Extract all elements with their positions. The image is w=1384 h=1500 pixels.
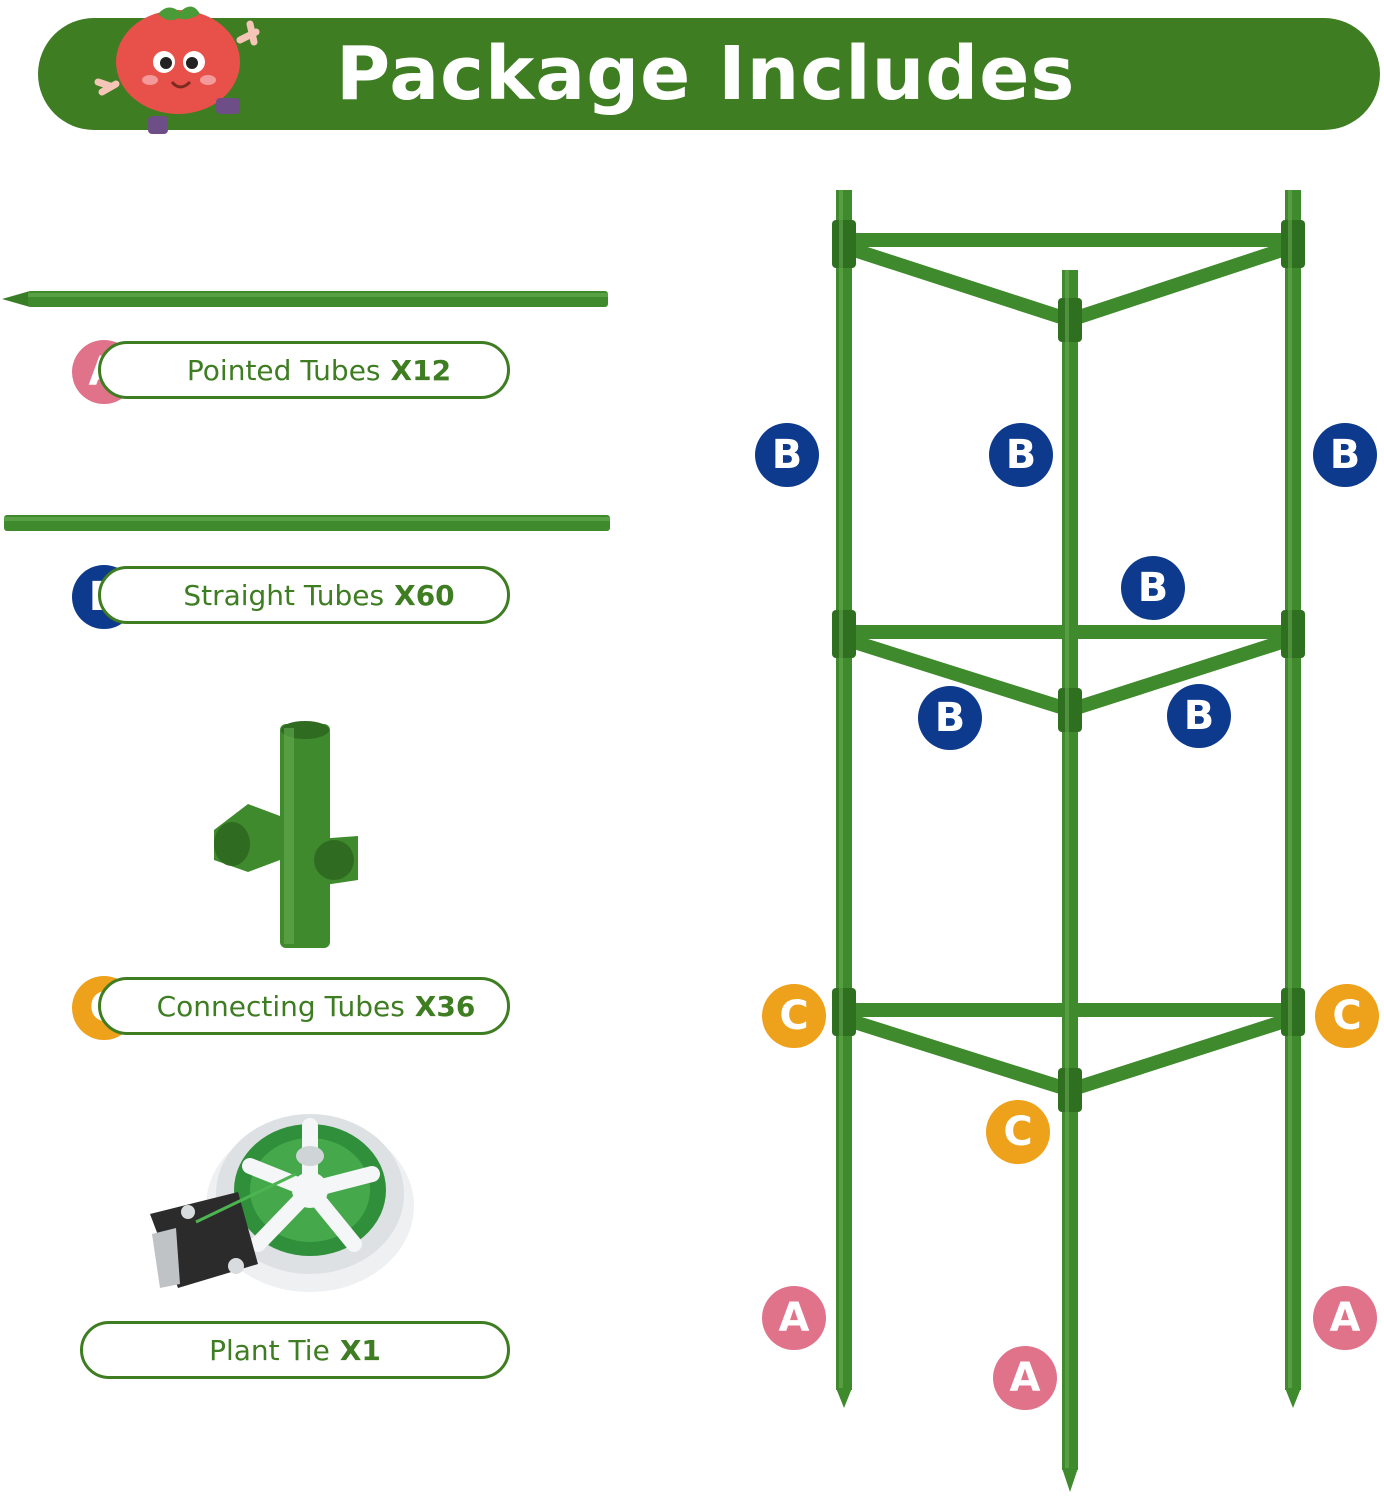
diagram-badge-b: B bbox=[755, 423, 819, 487]
part-name: Straight Tubes bbox=[183, 578, 385, 612]
part-name: Connecting Tubes bbox=[156, 989, 405, 1023]
part-label-plant-tie: Plant Tie X1 bbox=[80, 1321, 510, 1379]
part-name: Pointed Tubes bbox=[186, 353, 381, 387]
plant-tie-image bbox=[150, 1114, 414, 1292]
part-label-connecting-tubes: Connecting Tubes X36 bbox=[98, 977, 510, 1035]
part-qty: X36 bbox=[414, 989, 476, 1023]
straight-tube-image bbox=[4, 515, 610, 531]
part-label-straight-tubes: Straight Tubes X60 bbox=[98, 566, 510, 624]
connecting-tube-image bbox=[214, 721, 358, 948]
part-qty: X60 bbox=[394, 578, 455, 612]
tomato-mascot-icon bbox=[94, 6, 260, 134]
diagram-badge-a: A bbox=[1313, 1286, 1377, 1350]
part-qty: X12 bbox=[390, 353, 452, 387]
header-banner bbox=[38, 18, 1380, 130]
diagram-badge-c: C bbox=[986, 1100, 1050, 1164]
diagram-badge-b: B bbox=[1313, 423, 1377, 487]
diagram-badge-b: B bbox=[1121, 556, 1185, 620]
assembled-trellis-diagram bbox=[832, 190, 1305, 1492]
part-qty: X1 bbox=[339, 1333, 381, 1367]
diagram-badge-b: B bbox=[918, 686, 982, 750]
diagram-badge-a: A bbox=[993, 1346, 1057, 1410]
diagram-badge-c: C bbox=[1315, 984, 1379, 1048]
page-title: Package Includes bbox=[336, 31, 1076, 117]
part-name: Plant Tie bbox=[209, 1333, 330, 1367]
pointed-tube-image bbox=[2, 291, 608, 307]
diagram-badge-c: C bbox=[762, 984, 826, 1048]
diagram-badge-b: B bbox=[1167, 684, 1231, 748]
part-label-pointed-tubes: Pointed Tubes X12 bbox=[98, 341, 510, 399]
diagram-badge-a: A bbox=[762, 1286, 826, 1350]
diagram-badge-b: B bbox=[989, 423, 1053, 487]
